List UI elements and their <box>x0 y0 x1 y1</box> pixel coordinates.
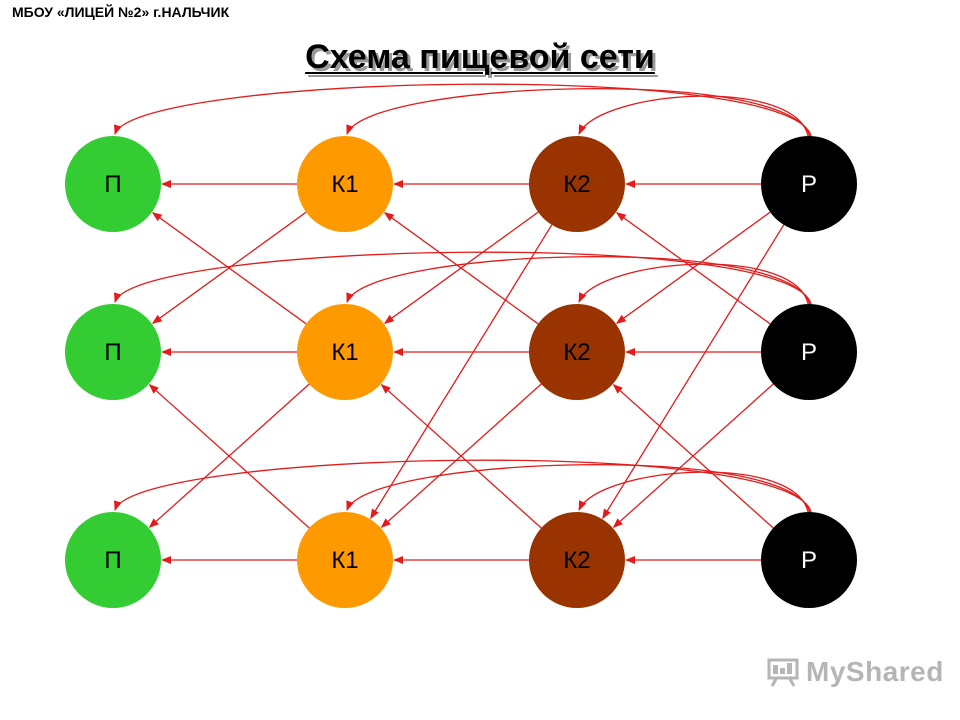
node-P2: П <box>65 304 161 400</box>
arrow-K2b-to-K1a <box>383 212 539 325</box>
projector-screen-icon <box>767 658 799 687</box>
arrow-R2-to-P2-curved <box>114 251 813 307</box>
node-label-consumer1: К1 <box>331 547 358 574</box>
myshared-watermark: MyShared <box>766 656 944 688</box>
node-label-consumer2: К2 <box>563 171 590 198</box>
arrow-K2a-to-K1c <box>370 224 553 520</box>
node-label-producer: П <box>104 547 121 574</box>
arrow-K1b-to-P1 <box>151 212 307 325</box>
node-R3: Р <box>761 512 857 608</box>
arrow-R3-to-K1c-curved <box>346 464 811 515</box>
arrow-R3-to-K2c-curved <box>578 471 810 515</box>
node-R1: Р <box>761 136 857 232</box>
arrow-R1-to-P1-curved <box>114 83 813 139</box>
slide-title: Схема пищевой сети <box>0 38 960 77</box>
node-label-decomposer: Р <box>801 547 817 574</box>
node-circle-consumer1 <box>297 512 393 608</box>
node-circle-decomposer <box>761 304 857 400</box>
node-circle-consumer1 <box>297 136 393 232</box>
slide-title-text: Схема пищевой сети <box>305 38 655 76</box>
node-P3: П <box>65 512 161 608</box>
node-circle-consumer2 <box>529 512 625 608</box>
node-label-decomposer: Р <box>801 339 817 366</box>
node-K2b: К2 <box>529 304 625 400</box>
arrow-K1c-to-P2 <box>148 384 310 529</box>
watermark-text: MyShared <box>806 656 944 687</box>
node-K2a: К2 <box>529 136 625 232</box>
node-circle-consumer1 <box>297 304 393 400</box>
organization-label: МБОУ «ЛИЦЕЙ №2» г.НАЛЬЧИК <box>12 4 230 20</box>
arrow-R1-to-K2a-curved <box>578 95 810 139</box>
node-circle-consumer2 <box>529 136 625 232</box>
node-circle-producer <box>65 304 161 400</box>
arrow-R3-to-K2b <box>612 384 774 529</box>
node-circle-decomposer <box>761 512 857 608</box>
arrow-R1-to-K1a-curved <box>346 88 811 139</box>
node-circle-producer <box>65 512 161 608</box>
node-K1c: К1 <box>297 512 393 608</box>
arrow-R2-to-K2b-curved <box>578 263 810 307</box>
node-circle-consumer2 <box>529 304 625 400</box>
arrow-R2-to-K2a <box>615 212 771 325</box>
node-label-consumer2: К2 <box>563 339 590 366</box>
node-R2: Р <box>761 304 857 400</box>
arrow-R3-to-P3-curved <box>114 459 813 515</box>
node-label-decomposer: Р <box>801 171 817 198</box>
node-label-consumer2: К2 <box>563 547 590 574</box>
node-label-producer: П <box>104 339 121 366</box>
node-P1: П <box>65 136 161 232</box>
node-label-producer: П <box>104 171 121 198</box>
node-label-consumer1: К1 <box>331 339 358 366</box>
arrow-K2c-to-K1b <box>380 384 542 529</box>
node-circle-producer <box>65 136 161 232</box>
node-K1a: К1 <box>297 136 393 232</box>
node-K2c: К2 <box>529 512 625 608</box>
arrow-R2-to-K1b-curved <box>346 256 811 307</box>
node-K1b: К1 <box>297 304 393 400</box>
edges-layer <box>114 83 813 564</box>
node-label-consumer1: К1 <box>331 171 358 198</box>
node-circle-decomposer <box>761 136 857 232</box>
